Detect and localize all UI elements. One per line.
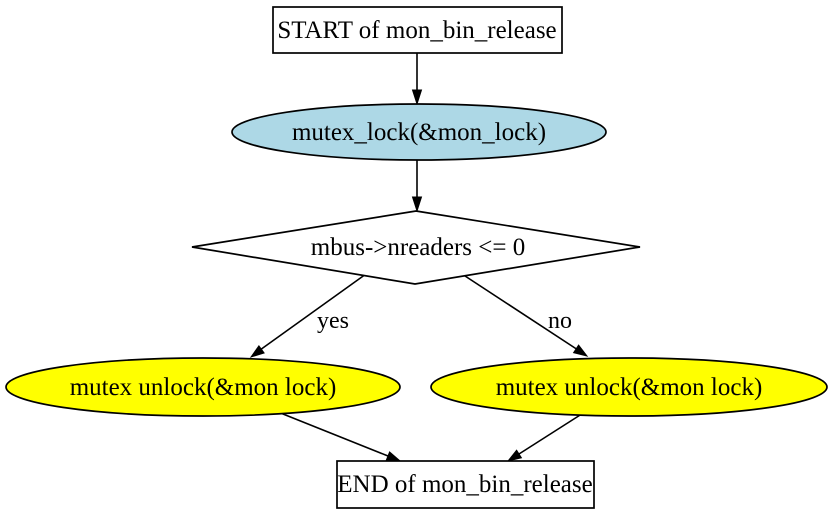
decision-label: mbus->nreaders <= 0 (311, 234, 525, 261)
node-start: START of mon_bin_release (272, 6, 563, 54)
start-label: START of mon_bin_release (277, 17, 556, 44)
arrowhead-icon (411, 89, 423, 106)
unlock-yes-label: mutex unlock(&mon lock) (70, 374, 337, 401)
node-decision: mbus->nreaders <= 0 (191, 210, 641, 285)
arrowhead-icon (411, 196, 423, 213)
edge-label-no: no (548, 308, 572, 334)
edge-label-yes: yes (317, 308, 349, 334)
node-end: END of mon_bin_release (336, 460, 595, 509)
edge-lock-to-decision (411, 160, 423, 213)
edge-decision-no: no (461, 273, 589, 357)
end-label: END of mon_bin_release (337, 471, 592, 498)
edge-unlock-no-to-end (506, 409, 589, 462)
decision-diamond-shape (191, 210, 641, 285)
edge-line (259, 273, 367, 351)
unlock-no-ellipse-shape (430, 357, 828, 417)
edge-line (461, 273, 579, 351)
node-unlock-yes: mutex unlock(&mon lock) (5, 357, 401, 417)
edge-line (272, 409, 389, 457)
edge-start-to-lock (411, 53, 423, 106)
edge-line (518, 409, 589, 455)
unlock-yes-ellipse-shape (5, 357, 401, 417)
end-box-shape (336, 460, 595, 509)
edge-unlock-yes-to-end (272, 409, 402, 462)
arrowhead-icon (385, 451, 402, 462)
node-mutex-lock: mutex_lock(&mon_lock) (231, 103, 607, 161)
mutex-lock-label: mutex_lock(&mon_lock) (292, 119, 546, 146)
edge-decision-yes: yes (249, 273, 367, 358)
start-box-shape (272, 6, 563, 54)
arrowhead-icon (572, 344, 589, 357)
node-unlock-no: mutex unlock(&mon lock) (430, 357, 828, 417)
unlock-no-label: mutex unlock(&mon lock) (496, 374, 763, 401)
mutex-lock-ellipse-shape (231, 103, 607, 161)
arrowhead-icon (249, 344, 265, 358)
arrowhead-icon (506, 449, 523, 462)
